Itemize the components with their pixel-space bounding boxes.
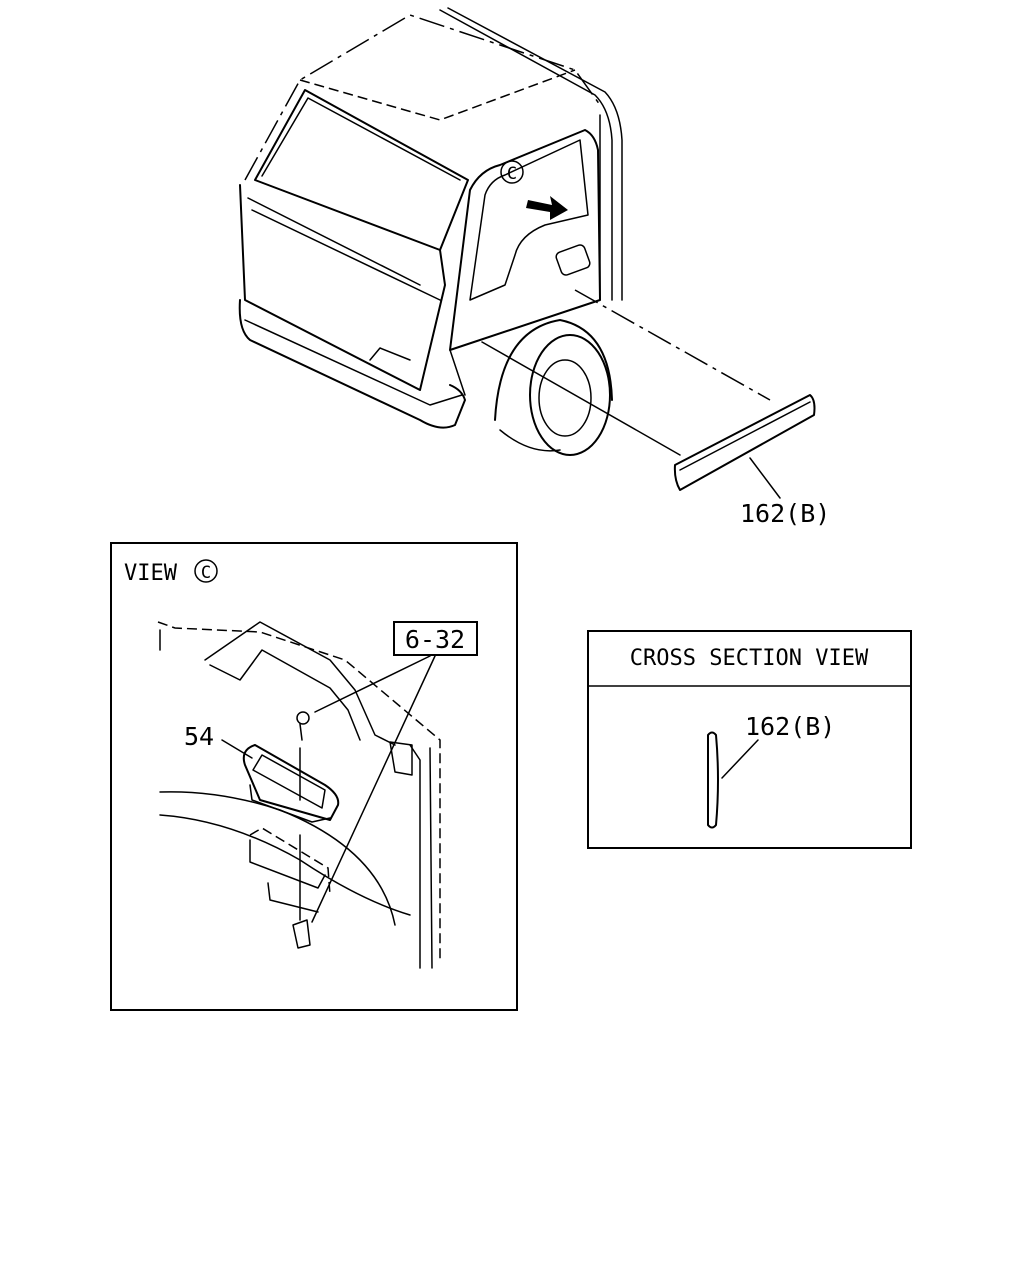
- ref-box-label: 6-32: [405, 625, 465, 654]
- cross-section-frame: [587, 630, 912, 849]
- cross-section-title: CROSS SECTION VIEW: [630, 646, 869, 671]
- cross-section-part-label: 162(B): [745, 712, 835, 741]
- callout-162b-main: 162(B): [740, 499, 830, 528]
- cross-section-panel: CROSS SECTION VIEW 162(B): [587, 630, 912, 849]
- truck-cab-illustration: C 162(B): [238, 7, 830, 528]
- main-view-marker: C: [507, 164, 517, 184]
- part-54-label: 54: [184, 722, 214, 751]
- view-c-title: VIEW: [124, 561, 178, 586]
- view-c-detail: VIEW C 6-32 54: [110, 542, 518, 1011]
- ref-box-6-32: [393, 621, 478, 656]
- view-c-frame: [110, 542, 518, 1011]
- view-c-marker: C: [201, 563, 211, 583]
